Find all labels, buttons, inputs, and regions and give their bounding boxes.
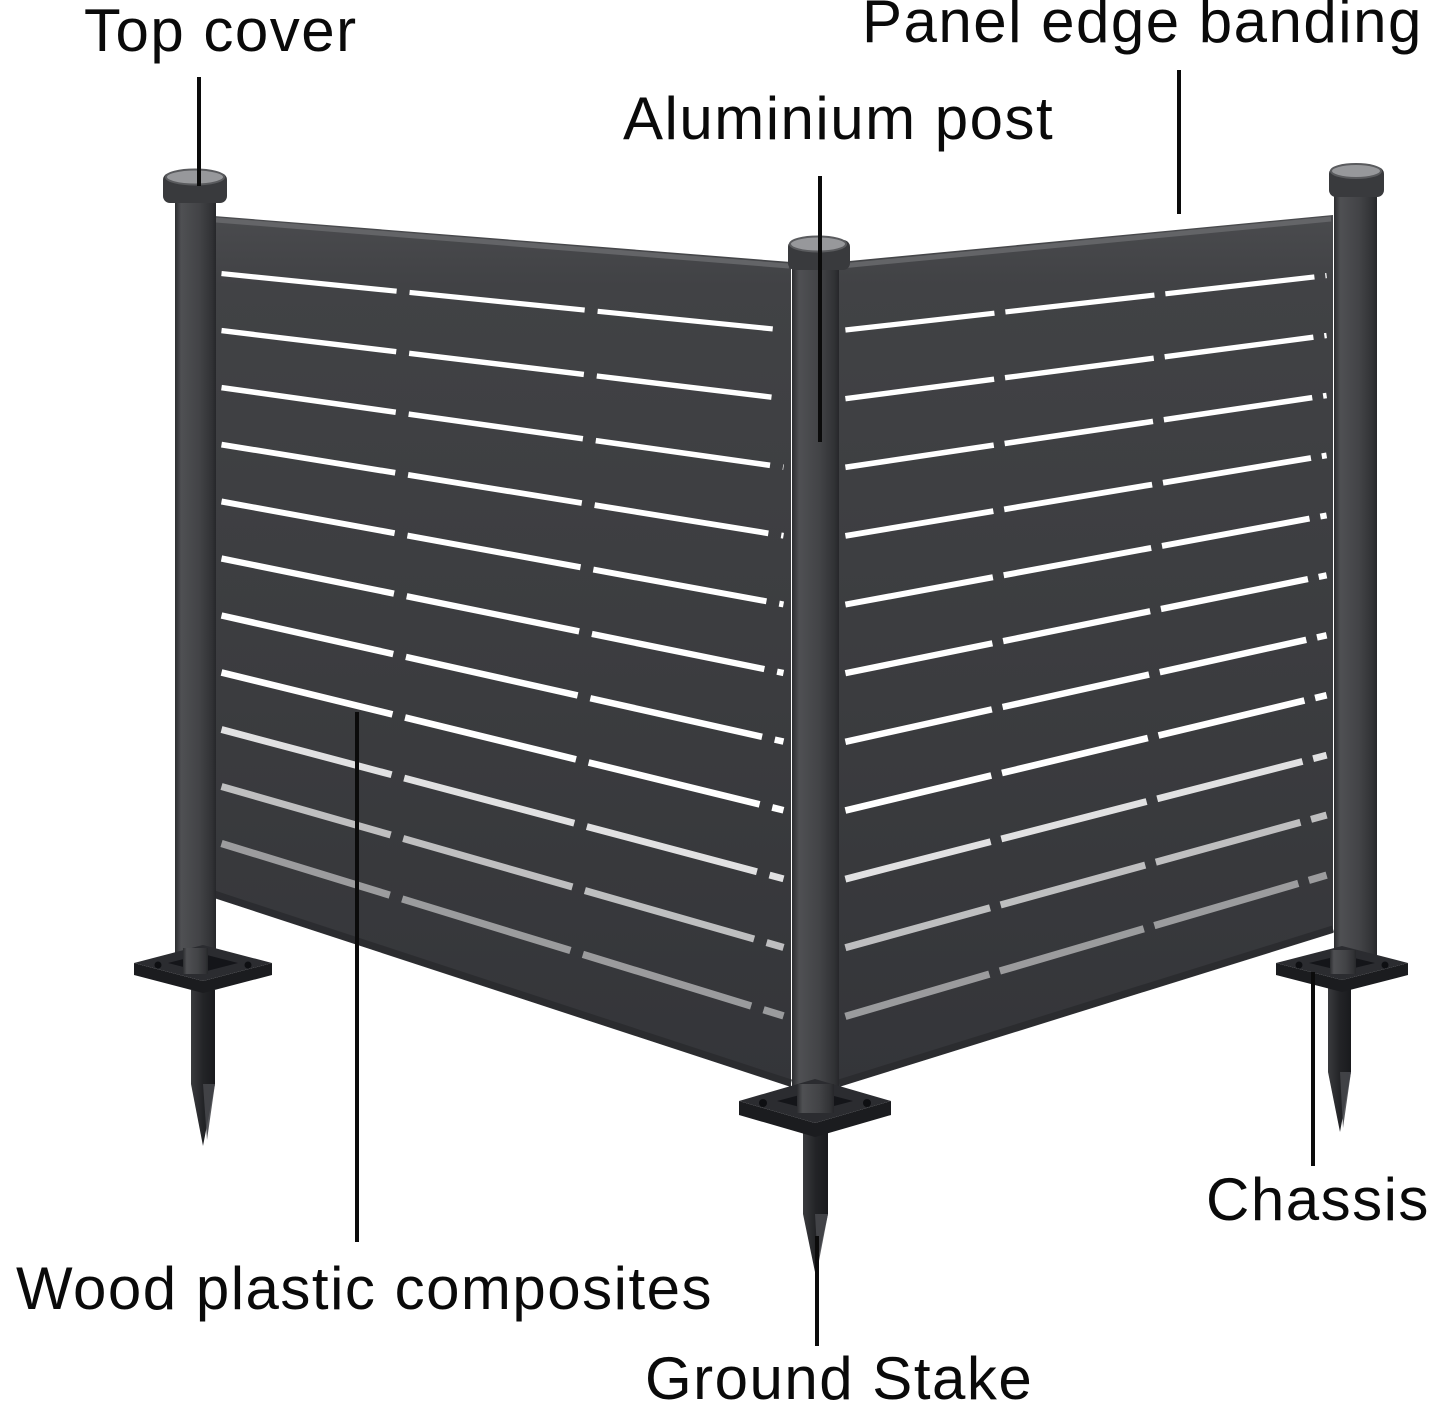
slat-gap-line [844,452,1328,539]
center-post-body [792,256,839,1104]
center-chassis-and-stake [739,1079,891,1272]
slat-gap-line [220,498,785,608]
right-fence-panel [837,215,1335,1087]
right-panel-slat-gaps [844,273,1328,1020]
center-chassis-bolt [759,1099,767,1107]
right-panel-bottom-edge [837,925,1335,1087]
right-chassis-bolt [1295,961,1303,969]
slat-gap-line [844,392,1328,471]
slat-gap-line [844,871,1328,1020]
left-panel-edge-banding-highlight [215,217,790,269]
label-wood-plastic-composites: Wood plastic composites [16,1255,714,1322]
left-post-body [175,190,216,968]
right-post-cap-top [1330,163,1382,179]
slat-gap-line [221,327,784,402]
slat-gap-line [220,669,785,814]
label-ground-stake: Ground Stake [645,1345,1034,1407]
right-ground-stake-spike [1328,988,1351,1132]
left-post-through-plate [183,948,208,974]
left-chassis-bolt [154,961,162,969]
left-aluminium-post [163,168,227,968]
left-chassis-side [134,963,272,993]
left-chassis-and-stake [134,945,272,1146]
right-post-body [1334,188,1377,968]
right-panel-edge-banding-highlight [840,216,1332,269]
slat-gap-line [844,632,1328,745]
slat-gap-line [845,332,1327,402]
label-aluminium-post: Aluminium post [623,85,1055,152]
label-panel-edge-banding: Panel edge banding [862,0,1423,55]
left-fence-panel [212,216,793,1087]
right-aluminium-post [1329,163,1384,968]
slat-gap-line [221,441,784,539]
left-ground-stake-spike [191,990,215,1146]
right-stake-tip-facet [1340,1072,1351,1128]
center-chassis-side [739,1101,891,1137]
left-chassis-bolt [244,961,252,969]
left-stake-tip-facet [203,1084,215,1140]
slat-gap-line [844,751,1328,883]
slat-gap-line [844,572,1328,677]
center-chassis-bolt [863,1099,871,1107]
left-post-cap-top [165,168,225,186]
slat-gap-line [220,840,785,1020]
label-chassis: Chassis [1206,1166,1430,1233]
leader-lines [197,70,1315,1346]
slat-gap-line [220,555,785,677]
slat-gap-line [220,726,785,883]
slat-gap-line [845,273,1327,333]
right-chassis-and-stake [1276,946,1408,1132]
slat-gap-line [844,512,1328,608]
center-aluminium-post [788,235,850,1104]
left-panel-slat-gaps [220,271,785,1020]
slat-gap-line [844,691,1328,814]
right-panel-face [839,215,1333,1087]
right-chassis-bolt [1381,961,1389,969]
slat-gap-line [221,271,784,333]
slat-gap-line [221,384,784,470]
slat-gap-line [844,811,1328,952]
slat-gap-line [220,783,785,951]
slat-gap-line [220,612,785,745]
left-panel-face [214,216,791,1087]
center-post-through-plate [797,1084,834,1113]
left-panel-bottom-edge [212,890,793,1087]
label-top-cover: Top cover [84,0,358,64]
right-chassis-side [1276,963,1408,992]
right-post-through-plate [1330,950,1356,974]
